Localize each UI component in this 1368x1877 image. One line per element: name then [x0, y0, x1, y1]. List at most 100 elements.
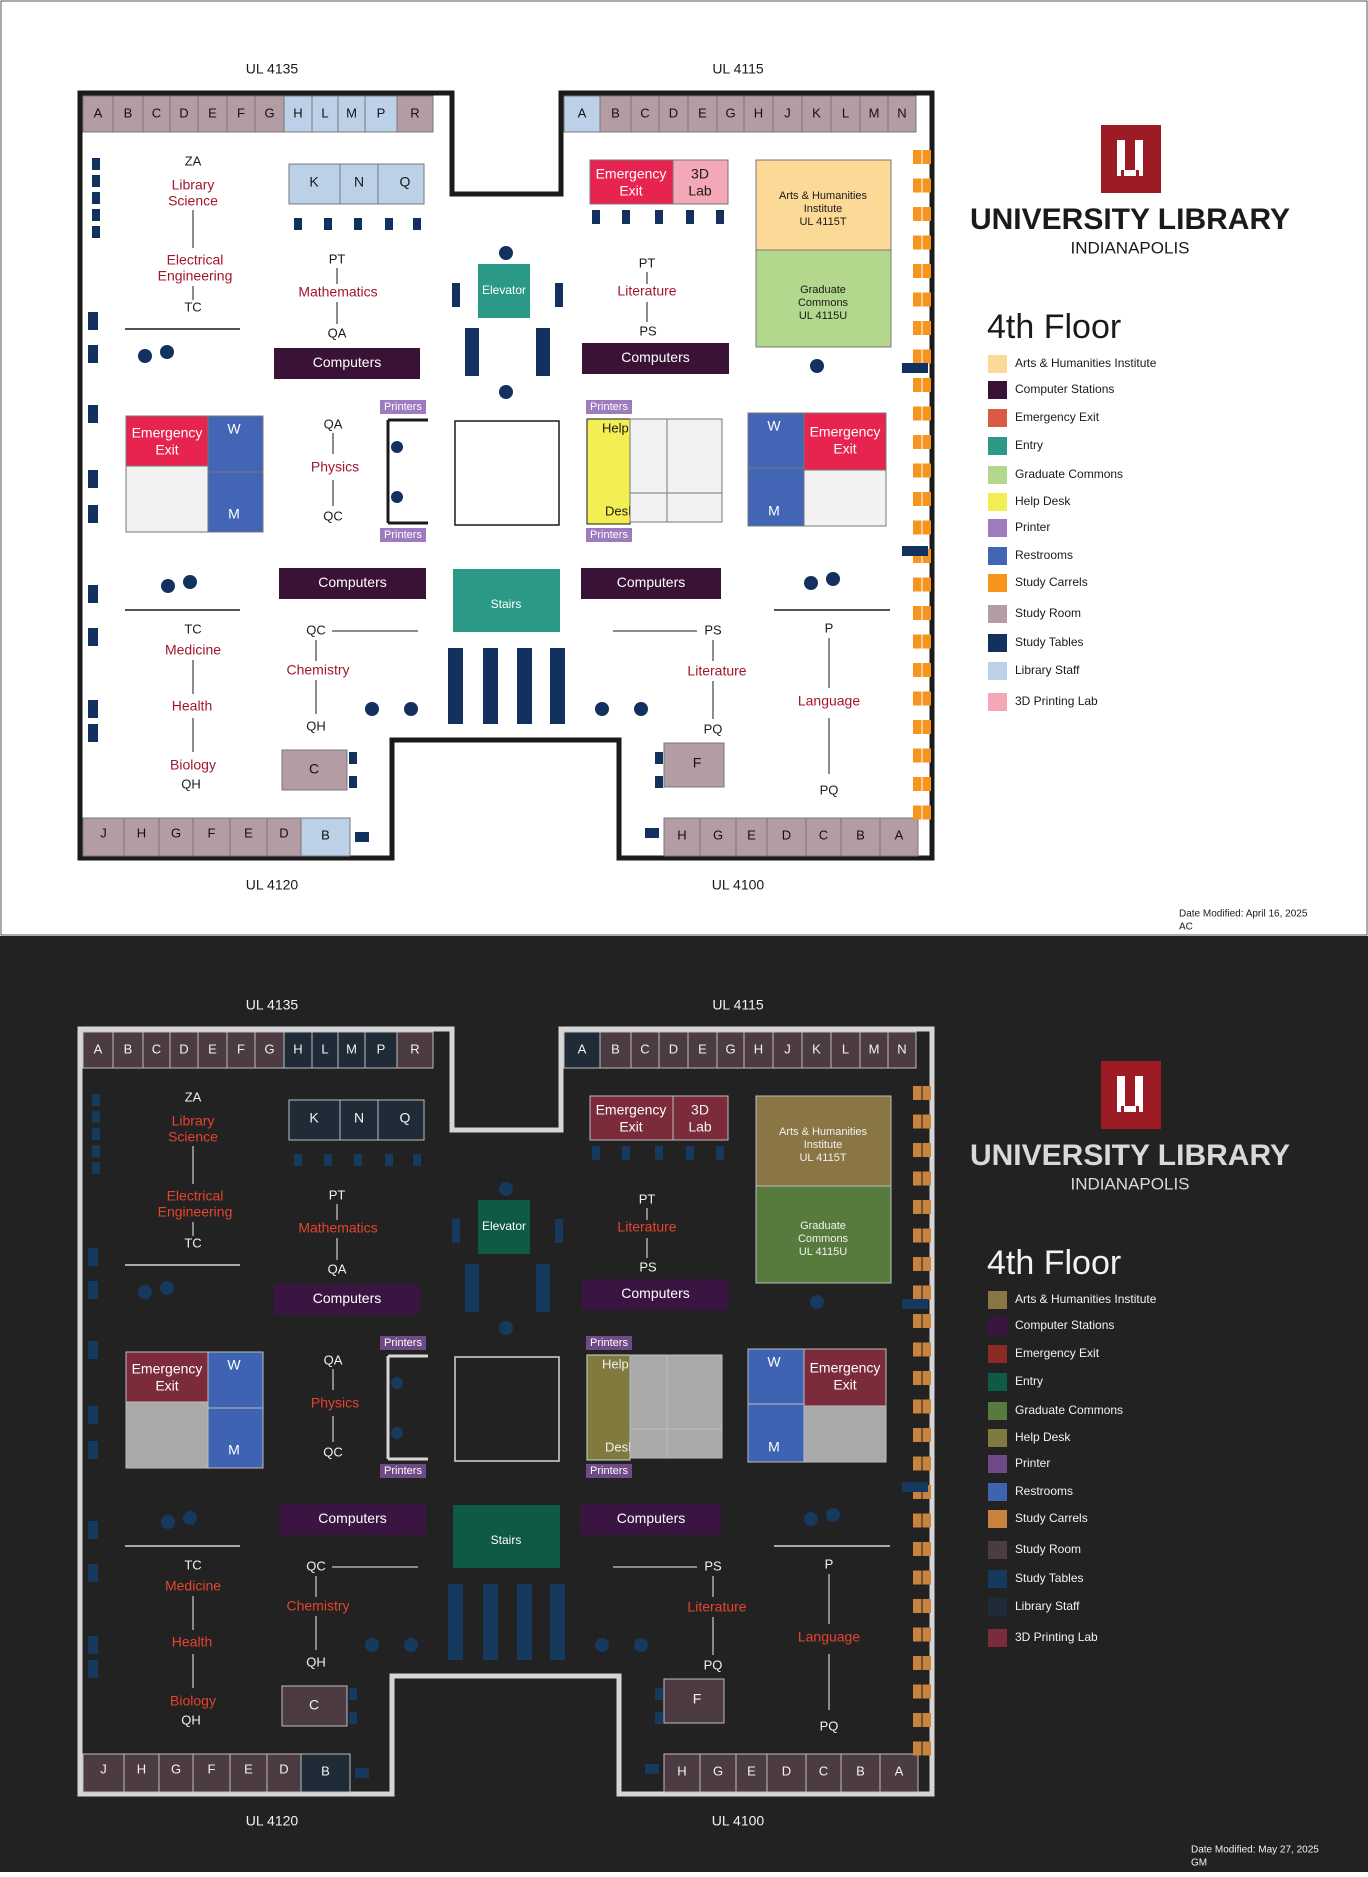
study-room-c-label: C [309, 761, 319, 777]
study-table-small [655, 1688, 663, 1700]
callnumber-chemistry: Chemistry [286, 1598, 349, 1614]
study-room-label: H [137, 1761, 146, 1776]
study-room-h [663, 1753, 701, 1793]
date-modified: Date Modified: May 27, 2025 [1191, 1845, 1319, 1856]
study-room-a [879, 817, 919, 857]
open-area [454, 1356, 560, 1462]
study-table-small [92, 1094, 100, 1106]
restroom-w-label: W [767, 1354, 781, 1370]
ahi-label: Arts & Humanities [779, 1126, 868, 1138]
study-room-label: B [856, 1763, 865, 1778]
table-icon [634, 1638, 648, 1652]
study-room-label: F [237, 105, 245, 120]
study-room-d [766, 1753, 807, 1793]
study-room-h [663, 817, 701, 857]
callnumber-za: ZA [185, 153, 202, 168]
restroom-area [125, 465, 209, 533]
study-table [465, 328, 479, 376]
emergency-exit-top [589, 159, 674, 205]
study-room-j [82, 817, 125, 857]
study-room-label: K [812, 1041, 821, 1056]
callnumber-mathematics: Mathematics [298, 1220, 377, 1236]
printers-label: Printers [590, 1337, 628, 1349]
study-room-label: A [895, 1763, 904, 1778]
iu-logo-mark [1101, 125, 1161, 193]
study-room-label: R [410, 1041, 419, 1056]
study-room-a [563, 1031, 601, 1069]
study-room-e [229, 1753, 268, 1793]
lounge-table [804, 1512, 818, 1526]
study-room-label: F [208, 1761, 216, 1776]
callnumber-literature: Literature [687, 1599, 746, 1615]
legend-item: Study Carrels [1015, 1511, 1088, 1525]
study-room-label: E [747, 827, 756, 842]
lounge-table [160, 345, 174, 359]
study-room-label: C [819, 1763, 828, 1778]
emergency-exit-label: Emergency [596, 166, 667, 182]
callnumber-physics: Physics [311, 459, 359, 475]
study-table-small [452, 1219, 460, 1243]
callnumber-qa: QA [324, 1352, 343, 1367]
legend-item: Help Desk [1015, 1430, 1071, 1444]
emergency-exit-label: Emergency [810, 424, 881, 440]
legend-swatch-3 [988, 437, 1007, 455]
computer-stations [582, 1279, 729, 1310]
legend-item: Library Staff [1015, 663, 1080, 677]
study-room-label: G [171, 1761, 181, 1776]
computers-label: Computers [313, 1290, 381, 1306]
legend-item: Graduate Commons [1015, 467, 1123, 481]
printer [380, 1464, 426, 1478]
callnumber-health: Health [172, 698, 212, 714]
study-table-small [902, 363, 928, 373]
study-room-label: D [782, 827, 791, 842]
study-room-j [82, 1753, 125, 1793]
lounge-table [161, 579, 175, 593]
staff-room-k: K [309, 1110, 319, 1126]
study-room-a [879, 1753, 919, 1793]
emergency-exit-label: Exit [619, 183, 642, 199]
study-table-small [88, 1521, 98, 1539]
study-room-p [364, 1031, 398, 1069]
study-table-small [324, 1154, 332, 1166]
graduate-commons [755, 1185, 892, 1284]
printers-label: Printers [590, 1465, 628, 1477]
study-table-small [88, 505, 98, 523]
restroom-area [125, 1401, 209, 1469]
computer-stations [279, 1504, 426, 1535]
callnumber-pq: PQ [704, 1657, 723, 1672]
study-room-g [158, 817, 194, 857]
study-room-label: G [171, 825, 181, 840]
gc-label: UL 4115U [799, 310, 847, 322]
callnumber-medicine: Medicine [165, 642, 221, 658]
study-room-h [123, 817, 160, 857]
study-room-d [169, 1031, 199, 1069]
study-room-h [123, 1753, 160, 1793]
legend-item: Study Carrels [1015, 575, 1088, 589]
study-room-label: C [152, 1041, 161, 1056]
callnumber-medicine: Medicine [165, 1578, 221, 1594]
callnumber-health: Health [172, 1634, 212, 1650]
legend-swatch-6 [988, 519, 1007, 537]
logo-title: UNIVERSITY LIBRARY [970, 1139, 1290, 1172]
emergency-exit-left [125, 415, 209, 467]
printer-alcove [386, 418, 428, 525]
meeting-rooms [629, 418, 723, 523]
lounge-table [810, 1295, 824, 1309]
emergency-exit-right [803, 1348, 887, 1407]
legend-item: Graduate Commons [1015, 1403, 1123, 1417]
building-outline [77, 1026, 935, 1797]
printer [380, 1336, 426, 1350]
help-desk [586, 418, 631, 525]
table-icon [499, 1182, 513, 1196]
gc-label: Graduate [800, 284, 846, 296]
legend-swatch-4 [988, 466, 1007, 484]
emergency-exit-label: Emergency [132, 1361, 203, 1377]
study-table-small [452, 283, 460, 307]
study-table-small [92, 1145, 100, 1157]
study-room-m [859, 1031, 889, 1069]
callnumber-electrical-engineering: Engineering [158, 268, 233, 284]
study-room-h [283, 95, 313, 133]
callnumber-qc: QC [306, 1558, 326, 1573]
printers-label: Printers [384, 1465, 422, 1477]
